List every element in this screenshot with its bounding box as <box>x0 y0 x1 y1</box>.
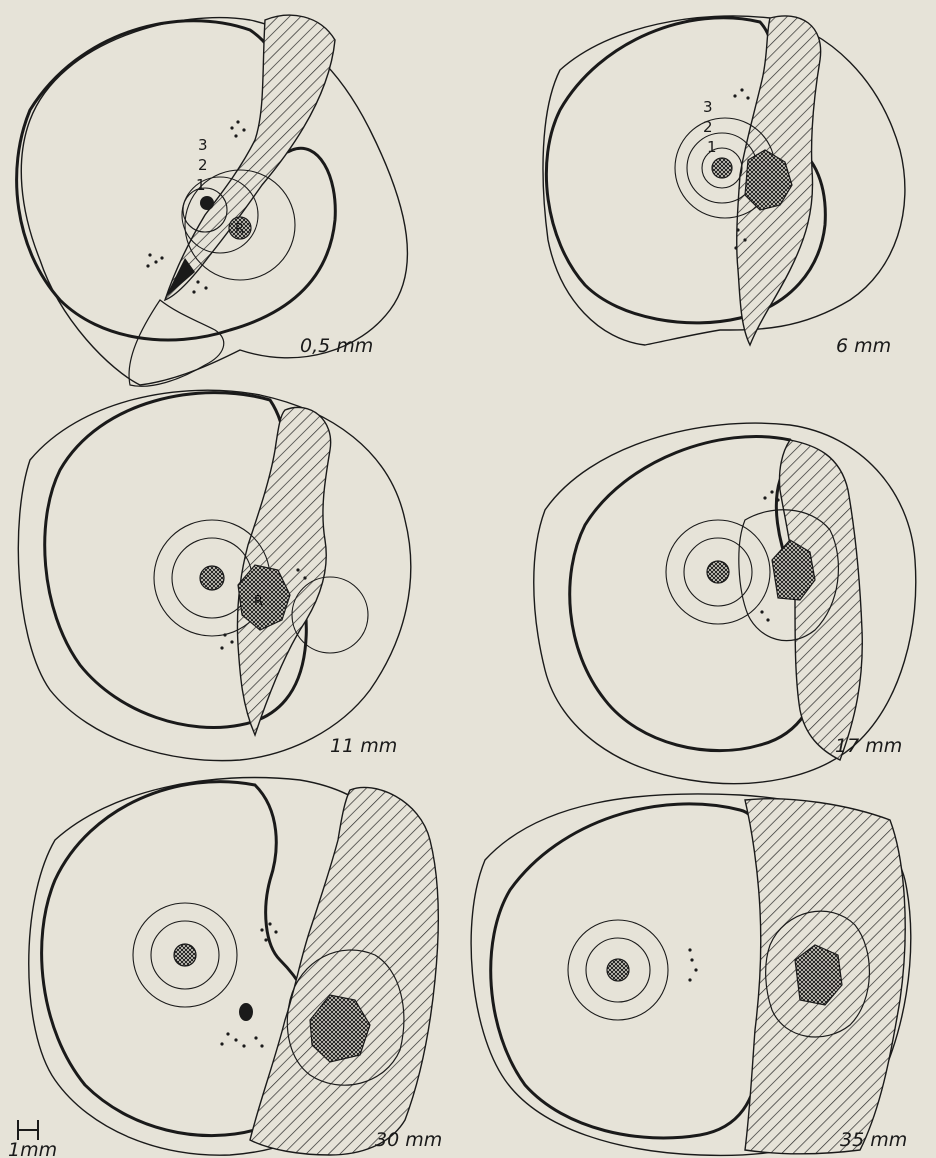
focus-spot <box>607 959 629 981</box>
ring-number-2: 2 <box>198 156 208 174</box>
depth-label: 0,5 mm <box>300 335 373 357</box>
focus-spot <box>707 561 729 583</box>
section-panel-0-5mm: 3 2 1 R 0,5 mm <box>17 15 408 386</box>
depth-label: 17 mm <box>835 735 902 757</box>
ring-number-2: 2 <box>703 118 713 136</box>
stipple-dots <box>688 948 697 981</box>
depth-label: 11 mm <box>330 735 397 757</box>
depth-label: 35 mm <box>840 1129 907 1151</box>
focus-spot <box>200 196 214 210</box>
lower-flap <box>129 300 224 386</box>
depth-label: 6 mm <box>836 335 891 357</box>
section-panel-6mm: 3 2 1 6 mm <box>543 16 905 357</box>
ring-number-1: 1 <box>707 138 717 156</box>
ring-number-1: 1 <box>196 176 206 194</box>
section-panel-11mm: R 11 mm <box>18 390 410 760</box>
focus-spot <box>174 944 196 966</box>
hatched-region <box>165 15 335 300</box>
marker-R: R <box>235 222 244 237</box>
scale-label: 1mm <box>8 1139 57 1158</box>
focus-spot <box>712 158 732 178</box>
section-panel-30mm: 30 mm <box>29 778 442 1156</box>
hatched-region <box>250 787 438 1155</box>
section-panel-35mm: 35 mm <box>471 794 911 1156</box>
hatched-region <box>779 440 862 760</box>
depth-label: 30 mm <box>375 1129 442 1151</box>
ring-number-3: 3 <box>703 98 713 116</box>
marker-R: R <box>254 594 263 609</box>
ring-number-3: 3 <box>198 136 208 154</box>
section-panel-17mm: 17 mm <box>534 423 916 783</box>
focus-spot <box>200 566 224 590</box>
scale-bar: 1mm <box>8 1120 57 1158</box>
dark-spot <box>239 1003 253 1021</box>
